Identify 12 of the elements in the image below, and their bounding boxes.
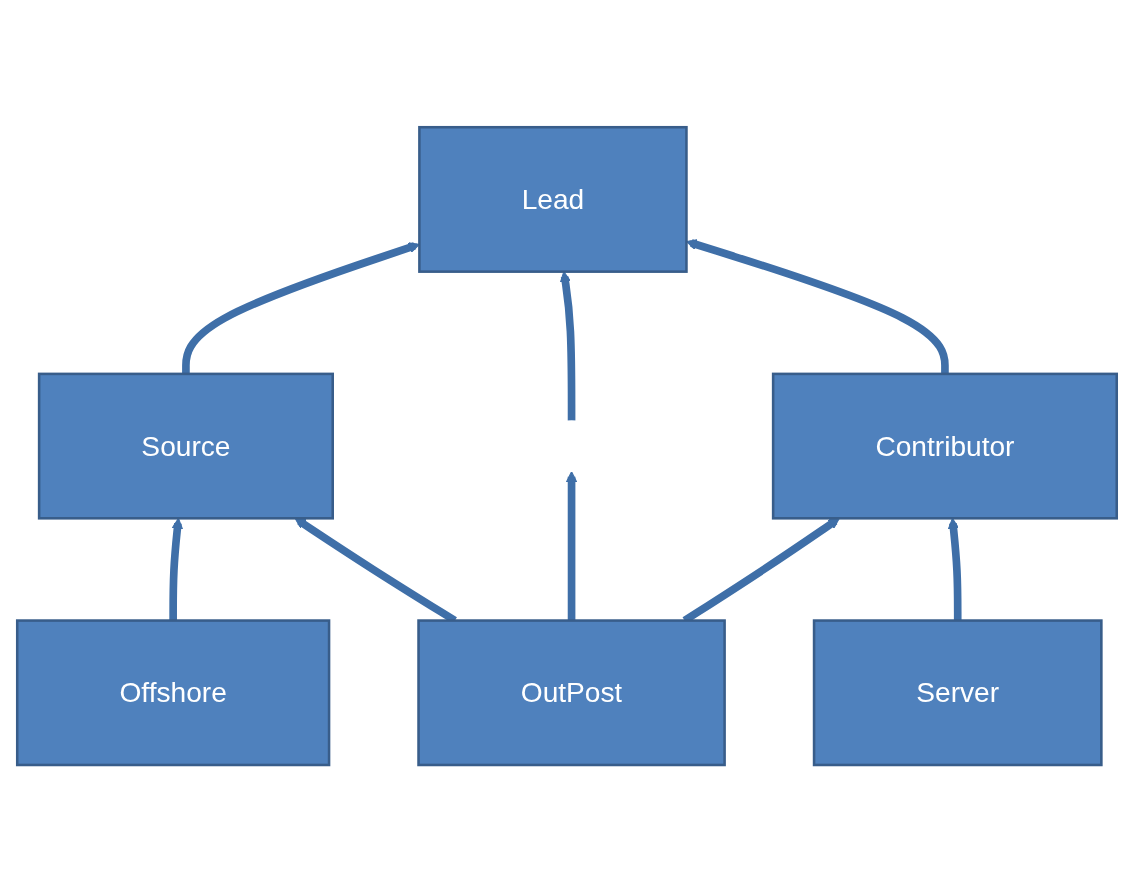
node-box: OutPost: [417, 619, 726, 767]
node-box: Offshore: [15, 619, 331, 767]
node-box: Contributor: [771, 372, 1119, 520]
arrow: [685, 239, 949, 374]
arrow: [947, 517, 962, 621]
node-box: Lead: [418, 125, 688, 273]
node-box: Server: [812, 619, 1103, 767]
arrow: [559, 271, 576, 421]
arrow: [565, 471, 578, 621]
arrow: [182, 242, 420, 374]
arrow: [169, 517, 183, 621]
node-box: Source: [37, 372, 334, 520]
